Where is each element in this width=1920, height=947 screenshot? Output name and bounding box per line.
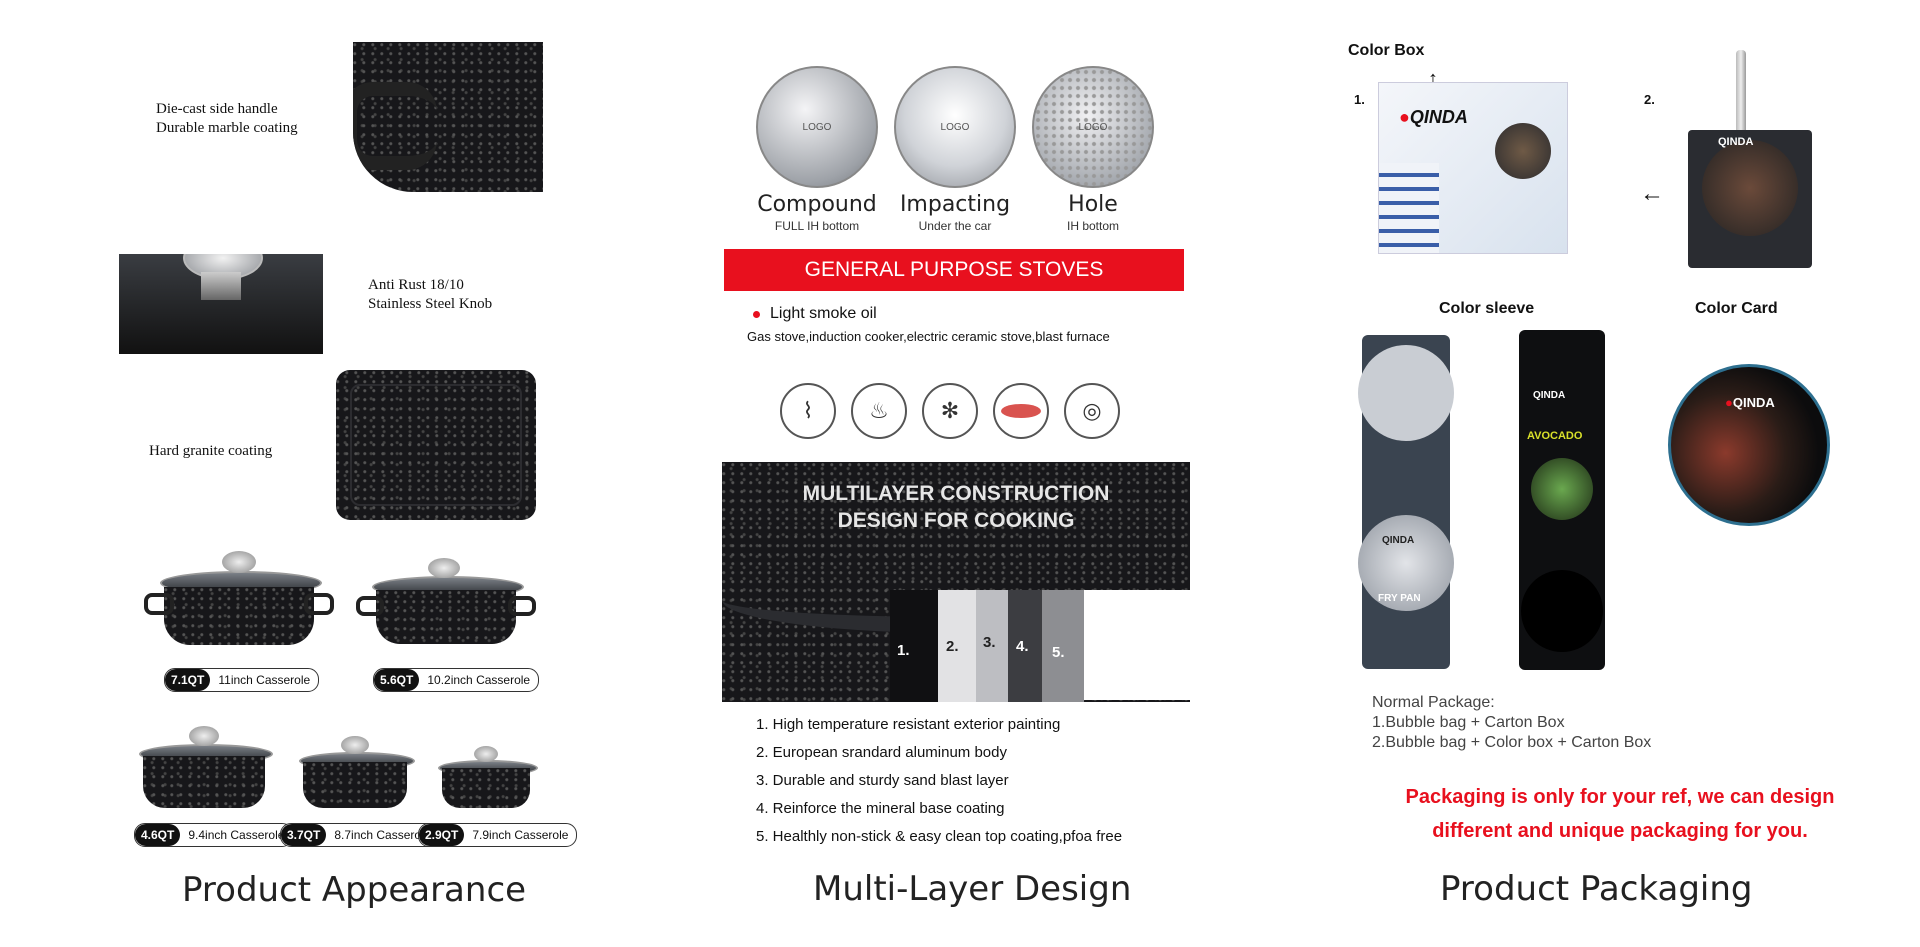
section-caption: Product Packaging bbox=[1440, 869, 1753, 909]
layer-item: 3. Durable and sturdy sand blast layer bbox=[756, 772, 1009, 789]
product-label: 4.6QT 9.4inch Casserole bbox=[134, 823, 294, 847]
bullet-icon bbox=[753, 310, 760, 318]
product-name: 11inch Casserole bbox=[218, 673, 311, 687]
electric-hob-icon: ◎ bbox=[1064, 383, 1120, 439]
oil-text: Light smoke oil bbox=[770, 305, 877, 322]
product-label: 3.7QT 8.7inch Casserole bbox=[280, 823, 440, 847]
casserole-image bbox=[428, 742, 544, 814]
capacity-badge: 3.7QT bbox=[281, 824, 327, 846]
color-card-pan-image: QINDA bbox=[1688, 50, 1812, 268]
product-label: 7.1QT 11inch Casserole bbox=[164, 668, 320, 692]
left-arrow-icon: ← bbox=[1640, 180, 1664, 207]
product-name: 7.9inch Casserole bbox=[472, 828, 569, 842]
bottom-type-title: Hole bbox=[1068, 192, 1118, 217]
multilayer-pan-image: MULTILAYER CONSTRUCTION DESIGN FOR COOKI… bbox=[722, 462, 1190, 702]
casserole-image bbox=[125, 722, 283, 814]
color-card-title: Color Card bbox=[1695, 300, 1778, 317]
product-name: 9.4inch Casserole bbox=[188, 828, 285, 842]
layer-item: 2. European srandard aluminum body bbox=[756, 744, 1007, 761]
product-name: 10.2inch Casserole bbox=[427, 673, 531, 687]
capacity-badge: 4.6QT bbox=[135, 824, 181, 846]
stoves-text: Gas stove,induction cooker,electric cera… bbox=[747, 329, 1110, 344]
hole-bottom-image: LOGO bbox=[1032, 66, 1154, 188]
layer-item: 4. Reinforce the mineral base coating bbox=[756, 800, 1005, 817]
section-caption: Multi-Layer Design bbox=[813, 869, 1132, 909]
oil-bullet: Light smoke oil bbox=[753, 305, 877, 323]
product-name: 8.7inch Casserole bbox=[334, 828, 431, 842]
sleeve-label: AVOCADO bbox=[1527, 430, 1583, 442]
knob-closeup-image bbox=[119, 254, 323, 354]
flame-icon: ♨ bbox=[851, 383, 907, 439]
packaging-note: Packaging is only for your ref, we can d… bbox=[1405, 786, 1835, 842]
layer-number: 4. bbox=[1016, 638, 1029, 655]
color-sleeve-title: Color sleeve bbox=[1439, 300, 1535, 317]
impacting-bottom-image: LOGO bbox=[894, 66, 1016, 188]
package-number: 1. bbox=[1354, 92, 1365, 107]
capacity-badge: 2.9QT bbox=[419, 824, 465, 846]
casserole-image bbox=[287, 732, 423, 814]
product-label: 5.6QT 10.2inch Casserole bbox=[373, 668, 540, 692]
bottom-type-title: Compound bbox=[757, 192, 877, 217]
color-sleeve-image: QINDA FRY PAN bbox=[1358, 335, 1454, 669]
layer-number: 3. bbox=[983, 634, 996, 651]
up-arrow-icon: ↑ bbox=[1428, 68, 1438, 90]
layer-item: 1. High temperature resistant exterior p… bbox=[756, 716, 1061, 733]
multilayer-subheading: DESIGN FOR COOKING bbox=[837, 509, 1075, 532]
layer-number: 2. bbox=[946, 638, 959, 655]
stoves-banner: GENERAL PURPOSE STOVES bbox=[724, 249, 1184, 291]
gas-burner-icon: ✻ bbox=[922, 383, 978, 439]
induction-coil-icon: ⌇ bbox=[780, 383, 836, 439]
layer-item: 5. Healthly non-stick & easy clean top c… bbox=[756, 828, 1123, 845]
sleeve-label: FRY PAN bbox=[1378, 593, 1421, 604]
color-box-image: ●QINDA bbox=[1378, 82, 1568, 254]
granite-coating-image bbox=[336, 370, 536, 520]
bottom-type-title: Impacting bbox=[899, 192, 1011, 217]
bottom-type-subtitle: Under the car bbox=[918, 219, 992, 233]
normal-package-option: 2.Bubble bag + Color box + Carton Box bbox=[1372, 734, 1652, 751]
compound-bottom-image: LOGO bbox=[756, 66, 878, 188]
layer-list: 1. High temperature resistant exterior p… bbox=[756, 711, 1122, 851]
handle-closeup-image bbox=[353, 42, 543, 192]
bottom-type-subtitle: IH bottom bbox=[1066, 219, 1120, 233]
capacity-badge: 5.6QT bbox=[374, 669, 420, 691]
multilayer-heading: MULTILAYER CONSTRUCTION bbox=[802, 482, 1110, 505]
feature-granite: Hard granite coating bbox=[149, 443, 273, 459]
color-sleeve-image: QINDA AVOCADO bbox=[1519, 330, 1605, 670]
ceramic-plate-icon bbox=[993, 383, 1049, 439]
feature-knob: Anti Rust 18/10 Stainless Steel Knob bbox=[368, 277, 493, 312]
normal-package: Normal Package: 1.Bubble bag + Carton Bo… bbox=[1372, 693, 1651, 753]
layer-number: 1. bbox=[897, 642, 910, 659]
color-box-title: Color Box bbox=[1348, 42, 1425, 59]
normal-package-option: 1.Bubble bag + Carton Box bbox=[1372, 714, 1565, 731]
normal-package-title: Normal Package: bbox=[1372, 694, 1495, 711]
product-label: 2.9QT 7.9inch Casserole bbox=[418, 823, 578, 847]
package-number: 2. bbox=[1644, 92, 1655, 107]
feature-handle: Die-cast side handle Durable marble coat… bbox=[156, 101, 298, 136]
brand-logo: QINDA bbox=[1409, 107, 1468, 127]
section-caption: Product Appearance bbox=[182, 870, 527, 910]
capacity-badge: 7.1QT bbox=[165, 669, 211, 691]
casserole-image bbox=[356, 552, 536, 650]
casserole-image bbox=[144, 545, 334, 650]
layer-number: 5. bbox=[1052, 644, 1065, 661]
bottom-type-subtitle: FULL IH bottom bbox=[774, 219, 860, 233]
color-card-image: ●QINDA bbox=[1668, 364, 1830, 526]
